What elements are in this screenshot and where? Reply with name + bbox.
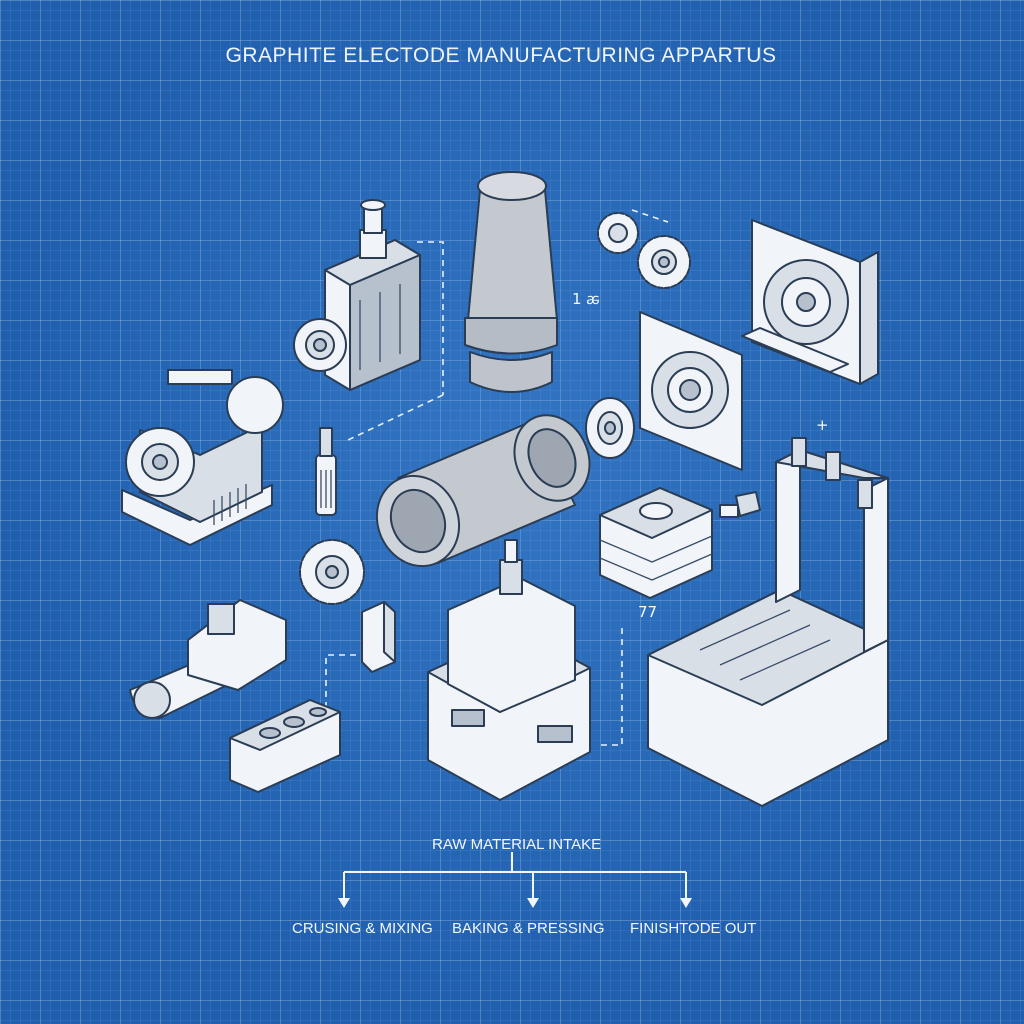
gear-press-machine bbox=[293, 199, 421, 391]
motor-unit-left bbox=[121, 369, 284, 546]
tooling-block bbox=[229, 699, 341, 793]
central-press bbox=[427, 539, 591, 801]
drive-gear bbox=[299, 539, 365, 605]
die-block: 77 bbox=[599, 487, 713, 621]
hydraulic-press-frame: + bbox=[647, 416, 889, 807]
electrode-cone: 1 ꬱ bbox=[464, 171, 600, 393]
conveyor-unit bbox=[129, 599, 287, 719]
electrode-cylinder bbox=[375, 414, 591, 568]
cartridge-part bbox=[315, 427, 337, 516]
flow-branch-baking: BAKING & PRESSING bbox=[452, 920, 605, 937]
diagram-title: GRAPHITE ELECTODE MANUFACTURING APPARTUS bbox=[225, 44, 777, 67]
bracket-part bbox=[361, 601, 396, 673]
motor-housing bbox=[741, 219, 879, 385]
leader-lines bbox=[325, 209, 669, 746]
bolt-part bbox=[719, 491, 761, 518]
cylinder-annotation: 1 ꬱ bbox=[572, 290, 600, 308]
flow-branch-crushing: CRUSING & MIXING bbox=[292, 920, 433, 937]
flow-branch-finish: FINISHTODE OUT bbox=[630, 920, 757, 937]
press-annotation: + bbox=[816, 416, 829, 434]
pulley-wheel bbox=[585, 397, 635, 459]
gear-pair bbox=[597, 212, 691, 289]
flange-plate bbox=[639, 311, 743, 471]
die-annotation: 77 bbox=[638, 603, 657, 621]
flow-root-label: RAW MATERIAL INTAKE bbox=[432, 836, 602, 853]
flow-connectors bbox=[338, 852, 692, 908]
